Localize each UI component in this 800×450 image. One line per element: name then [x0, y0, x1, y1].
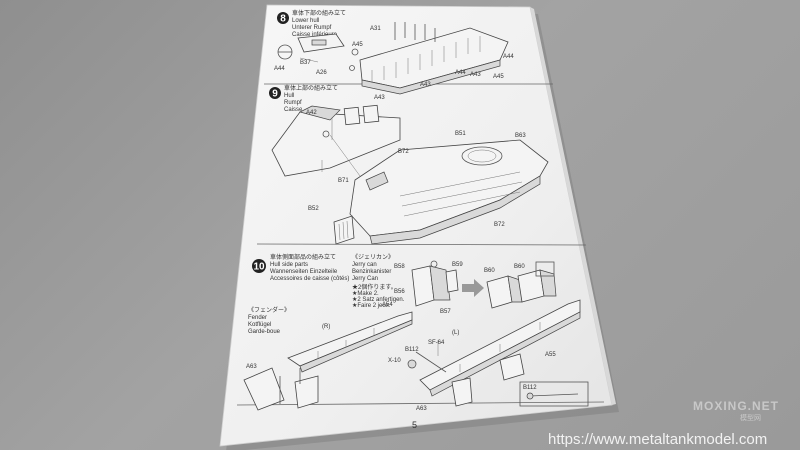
step-title-jp: 車体上部の組み立て [284, 84, 338, 92]
small-label: X-10 [388, 358, 401, 364]
watermark: MOXING.NET 模型网 https://www.metaltankmode… [548, 399, 779, 448]
part-label: B60 [514, 264, 525, 270]
part-label: B51 [455, 131, 466, 137]
step-9: 9 車体上部の組み立て Hull Rumpf Caisse A42 A43 [269, 84, 549, 245]
jerry-can-title: 《ジェリカン》 [352, 254, 394, 261]
part-label: B72 [494, 222, 505, 228]
step-title-line: Caisse [284, 107, 303, 113]
step-title-line: Hull [284, 93, 294, 99]
jerry-can-line: Jerry can [352, 262, 377, 268]
part-label: A43 [374, 95, 385, 101]
part-label: B72 [398, 149, 409, 155]
step-title-jp: 車体下部の組み立て [292, 9, 346, 17]
part-label: A44 [274, 66, 285, 72]
step-number-badge [252, 259, 266, 273]
arrow-icon [462, 279, 484, 297]
fender-line: Fender [248, 315, 267, 321]
small-label: SF-64 [428, 340, 445, 346]
side-label: (R) [322, 324, 330, 330]
watermark-brand-sub: 模型网 [740, 413, 761, 422]
part-label: A45 [493, 74, 504, 80]
page-number: 5 [412, 420, 417, 430]
part-label: A63 [416, 406, 427, 412]
step-number-badge [269, 87, 281, 99]
part-label: B71 [338, 178, 349, 184]
step-number-badge [277, 12, 289, 24]
part-label: B112 [405, 347, 419, 353]
part-label: B56 [394, 289, 405, 295]
step-title-line: Wannenseiten Einzelteile [270, 269, 338, 275]
jerry-can-line: Benzinkanister [352, 269, 391, 275]
part-label: B57 [440, 309, 451, 315]
step-title-line: Unterer Rumpf [292, 25, 332, 31]
part-label: B37 [300, 60, 311, 66]
part-label: A44 [503, 54, 514, 60]
jerry-can-note: ★2個作ります。 [352, 283, 397, 291]
part-label: B63 [515, 133, 526, 139]
watermark-url: https://www.metaltankmodel.com [548, 431, 767, 448]
part-label: B52 [308, 206, 319, 212]
part-label: A54 [382, 302, 393, 308]
step-number: 10 [253, 262, 265, 273]
step-8: 8 車体下部の組み立て Lower hull Unterer Rumpf Cai… [274, 9, 514, 95]
fender-title: 《フェンダー》 [248, 306, 290, 314]
step-title-line: Caisse inférieure [292, 32, 338, 38]
step-title-line: Hull side parts [270, 262, 308, 268]
jerry-can-note: ★2 Satz anfertigen. [352, 296, 405, 303]
fender-line: Kotflügel [248, 322, 271, 328]
watermark-brand: MOXING.NET [693, 399, 779, 413]
part-label: A63 [246, 364, 257, 370]
step-title-line: Rumpf [284, 100, 302, 106]
part-label: A43 [470, 72, 481, 78]
step-number: 9 [272, 89, 278, 100]
jerry-can-note: ★Make 2. [352, 290, 379, 297]
side-label: (L) [452, 330, 459, 336]
step-title-jp: 車体側面部品の組み立て [270, 253, 336, 261]
step-title-line: Lower hull [292, 18, 319, 24]
step-10: 10 車体側面部品の組み立て Hull side parts Wannensei… [243, 253, 589, 412]
instruction-sheet: 8 車体下部の組み立て Lower hull Unterer Rumpf Cai… [219, 4, 616, 447]
part-label: B112 [523, 385, 537, 391]
part-label: A42 [306, 110, 317, 116]
part-label: A55 [545, 352, 556, 358]
part-label: B60 [484, 268, 495, 274]
sheet-underpage [530, 7, 616, 405]
step-number: 8 [280, 14, 286, 25]
part-label: B58 [394, 264, 405, 270]
jerry-can-line: Jerry Can [352, 276, 378, 282]
part-label: A26 [316, 70, 327, 76]
jerry-can-note: ★Faire 2 jeux. [352, 302, 391, 309]
part-label: A44 [455, 70, 466, 76]
step-title-line: Accessoires de caisse (côtés) [270, 276, 349, 282]
part-label: A43 [420, 82, 431, 88]
part-label: A45 [352, 42, 363, 48]
fender-line: Garde-boue [248, 329, 281, 335]
part-label: B59 [452, 262, 463, 268]
part-label: A31 [370, 26, 381, 32]
